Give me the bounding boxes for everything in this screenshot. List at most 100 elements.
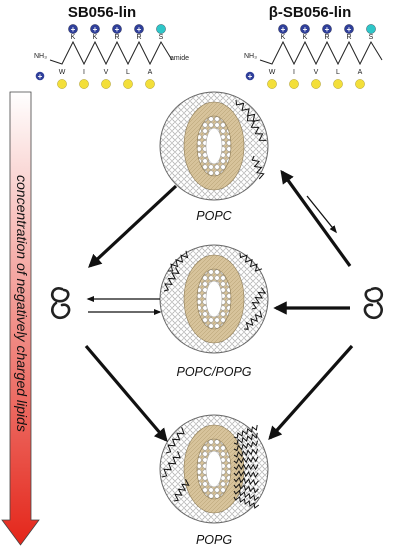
residue-label: I <box>83 69 85 76</box>
residue-bead <box>355 79 365 89</box>
vesicle-label-popg: POPG <box>196 533 232 547</box>
residue-label: A <box>358 69 363 76</box>
charge-symbol: + <box>137 25 142 34</box>
vesicle-label-popc-popg: POPC/POPG <box>176 365 251 379</box>
residue-bead <box>300 24 310 34</box>
free-peptide-left <box>50 287 71 320</box>
bound-peptide <box>246 115 267 141</box>
vesicle-label-popc: POPC <box>196 209 232 223</box>
charge-symbol: + <box>115 25 120 34</box>
residue-bead <box>267 79 277 89</box>
charge-symbol: + <box>248 72 253 81</box>
residue-label: R <box>136 34 141 41</box>
residue-bead <box>344 24 354 34</box>
residue-bead <box>278 24 288 34</box>
bound-peptide <box>163 267 180 292</box>
residue-label: S <box>159 34 164 41</box>
residue-label: W <box>59 69 66 76</box>
bound-peptide <box>173 479 190 502</box>
bound-peptide <box>251 155 265 180</box>
bound-peptide <box>161 451 181 478</box>
bound-peptide <box>233 476 259 486</box>
residue-bead <box>101 79 111 89</box>
vesicle-lumen <box>205 127 223 165</box>
vesicle-lumen <box>205 450 223 488</box>
charge-symbol: + <box>281 25 286 34</box>
bound-peptide <box>233 456 259 464</box>
arrow-popc-to-left <box>88 184 178 268</box>
charge-symbol: + <box>93 25 98 34</box>
bound-peptide <box>235 99 261 123</box>
residue-bead <box>366 24 376 34</box>
residue-bead <box>112 24 122 34</box>
vesicle-popg <box>159 414 269 524</box>
residue-label: K <box>281 34 286 41</box>
charge-symbol: + <box>347 25 352 34</box>
residue-label: K <box>71 34 76 41</box>
residue-label: K <box>303 34 308 41</box>
peptide-title: β-SB056-lin <box>269 4 352 21</box>
residue-bead <box>90 24 100 34</box>
bound-peptide <box>243 310 263 330</box>
residue-bead <box>79 79 89 89</box>
bound-peptide <box>239 252 263 272</box>
residue-bead <box>68 24 78 34</box>
residue-bead <box>322 24 332 34</box>
residue-label: S <box>369 34 374 41</box>
residue-label: R <box>324 34 329 41</box>
arrows <box>84 169 354 443</box>
c-terminus-label: amide <box>170 55 189 62</box>
n-terminus-charge <box>35 71 45 81</box>
bound-peptide <box>165 427 185 454</box>
peptide-backbone <box>49 40 173 66</box>
residue-bead <box>57 79 67 89</box>
residue-label: K <box>93 34 98 41</box>
bound-peptide <box>233 470 259 479</box>
residue-bead <box>289 79 299 89</box>
n-terminus-label: NH₃ <box>244 53 257 60</box>
charge-symbol: + <box>71 25 76 34</box>
charge-symbol: + <box>38 72 43 81</box>
arrow-left-to-popg <box>84 344 168 443</box>
residue-label: R <box>346 34 351 41</box>
concentration-axis: concentration of negatively charged lipi… <box>1 91 40 546</box>
residue-label: V <box>104 69 109 76</box>
arrow-right-to-popc <box>280 169 352 267</box>
residue-bead <box>156 24 166 34</box>
charge-symbol: + <box>303 25 308 34</box>
axis-label: concentration of negatively charged lipi… <box>14 175 30 432</box>
n-terminus-label: NH₃ <box>34 53 47 60</box>
vesicle-lumen <box>205 280 223 318</box>
residue-label: W <box>269 69 276 76</box>
bound-peptide <box>233 489 260 502</box>
vesicle-popc <box>159 91 269 201</box>
bound-peptide <box>251 287 267 310</box>
bound-peptide <box>233 432 258 445</box>
arrow-right-to-popg <box>268 344 354 441</box>
vesicle-popc-popg <box>159 244 269 354</box>
residue-bead <box>311 79 321 89</box>
residue-label: L <box>126 69 130 76</box>
residue-label: V <box>314 69 319 76</box>
gradient-arrow <box>1 91 40 546</box>
residue-label: R <box>114 34 119 41</box>
n-terminus-charge <box>245 71 255 81</box>
bound-peptide <box>233 424 258 439</box>
residue-label: I <box>293 69 295 76</box>
bound-peptide <box>233 440 258 452</box>
free-peptide-right <box>363 287 384 320</box>
residue-bead <box>123 79 133 89</box>
bound-peptide <box>233 448 259 458</box>
residue-label: A <box>148 69 153 76</box>
bound-peptide <box>233 463 259 471</box>
bound-peptide <box>233 496 260 509</box>
residue-label: L <box>336 69 340 76</box>
residue-bead <box>134 24 144 34</box>
arrow-equilibrium-small <box>306 195 337 234</box>
residue-bead <box>145 79 155 89</box>
